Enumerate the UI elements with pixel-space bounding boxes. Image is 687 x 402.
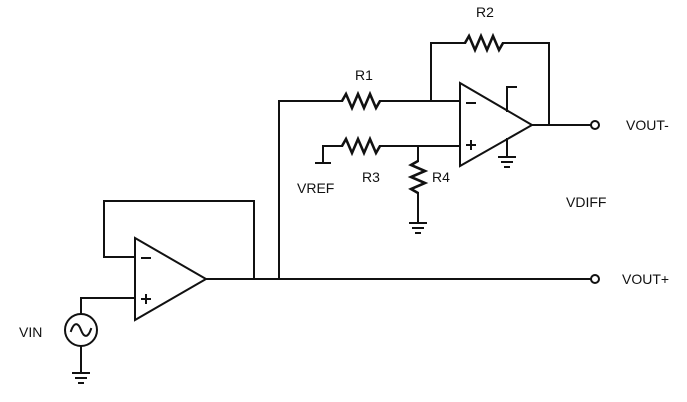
vout-plus-label: VOUT+ <box>622 271 669 287</box>
r4-ground-icon <box>409 222 427 234</box>
buffer-op-amp <box>134 236 208 322</box>
r2-label: R2 <box>476 4 494 20</box>
buffer-noninverting-sign <box>141 294 151 304</box>
diff-supply-ground-icon <box>498 156 516 168</box>
r2-resistor <box>463 32 505 54</box>
vout-plus-terminal <box>590 274 600 284</box>
vout-minus-label: VOUT- <box>626 117 669 133</box>
r4-label: R4 <box>432 169 450 185</box>
vin-ac-source-icon <box>64 313 98 347</box>
r1-label: R1 <box>355 67 373 83</box>
r3-label: R3 <box>362 169 380 185</box>
r1-input-wire <box>278 100 343 280</box>
buffer-feedback-wire <box>103 200 255 280</box>
vout-minus-terminal <box>590 120 600 130</box>
diff-supply-top-pin <box>506 86 517 112</box>
vin-ground-icon <box>72 372 90 384</box>
r4-resistor <box>407 159 429 195</box>
vref-wire <box>322 145 343 164</box>
vref-label: VREF <box>297 180 334 196</box>
r3-resistor <box>340 135 382 157</box>
r1-resistor <box>340 90 382 112</box>
r2-left-wire <box>430 42 466 102</box>
vin-label: VIN <box>19 324 42 340</box>
r2-right-wire <box>502 42 550 126</box>
difference-op-amp <box>459 81 535 168</box>
diff-noninverting-sign <box>466 140 476 150</box>
buffer-input-wire <box>80 297 136 314</box>
vdiff-label: VDIFF <box>566 194 606 210</box>
